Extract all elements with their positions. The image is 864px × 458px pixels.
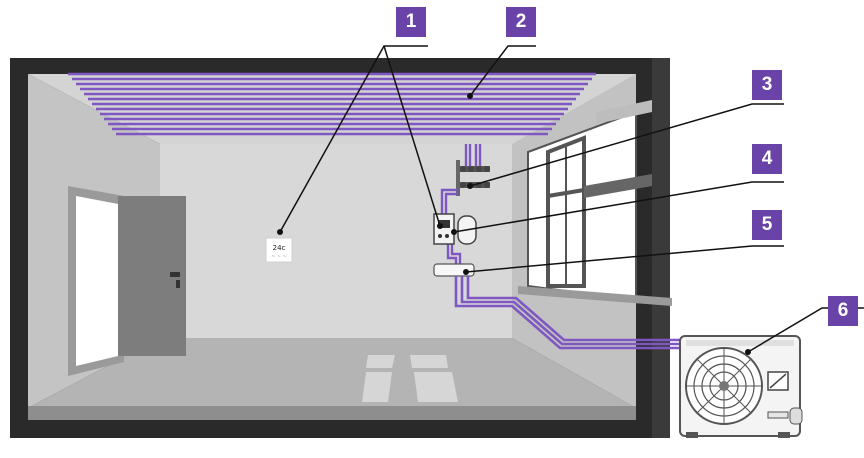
floor-light-patch	[410, 355, 448, 368]
thermostat-subtext: ~ ~ ~	[271, 254, 287, 260]
window-icon	[518, 100, 672, 306]
callout-point-6	[745, 349, 751, 355]
callout-number: 2	[515, 11, 527, 32]
outer-wall-side	[652, 58, 670, 438]
thermostat-temperature: 24c	[273, 244, 286, 252]
callout-number: 3	[761, 74, 773, 95]
floor-light-patch	[414, 372, 458, 402]
callout-points	[277, 93, 751, 355]
callout-point-1a	[277, 229, 283, 235]
callout-number: 6	[837, 300, 849, 321]
manifold-down-pipes	[440, 188, 462, 264]
floor-light-patch	[362, 372, 392, 402]
callout-point-1b	[437, 223, 443, 229]
callout-point-2	[467, 93, 473, 99]
callout-number: 4	[761, 148, 773, 169]
callout-number: 5	[761, 214, 773, 235]
callout-badge-5: 5	[752, 210, 782, 240]
callout-point-5	[463, 269, 469, 275]
thermostat: 24c ~ ~ ~	[265, 237, 293, 263]
callout-number: 1	[405, 11, 417, 32]
callout-badge-2: 2	[506, 7, 536, 37]
outdoor-connection-pipes	[454, 276, 680, 350]
callout-badge-1: 1	[396, 7, 426, 37]
fan-icon	[685, 347, 763, 425]
callout-leader-lines	[279, 45, 864, 353]
floor-edge	[28, 406, 636, 420]
callout-point-4	[451, 229, 457, 235]
outdoor-heat-pump	[679, 335, 803, 438]
manifold-riser-pipes	[464, 144, 482, 168]
callout-badge-6: 6	[828, 296, 858, 326]
callout-badge-3: 3	[752, 70, 782, 100]
callout-badge-4: 4	[752, 144, 782, 174]
floor-light-patch	[366, 355, 395, 368]
ceiling-heating-pipes	[68, 72, 596, 136]
door-icon	[68, 186, 186, 376]
callout-point-3	[467, 183, 473, 189]
